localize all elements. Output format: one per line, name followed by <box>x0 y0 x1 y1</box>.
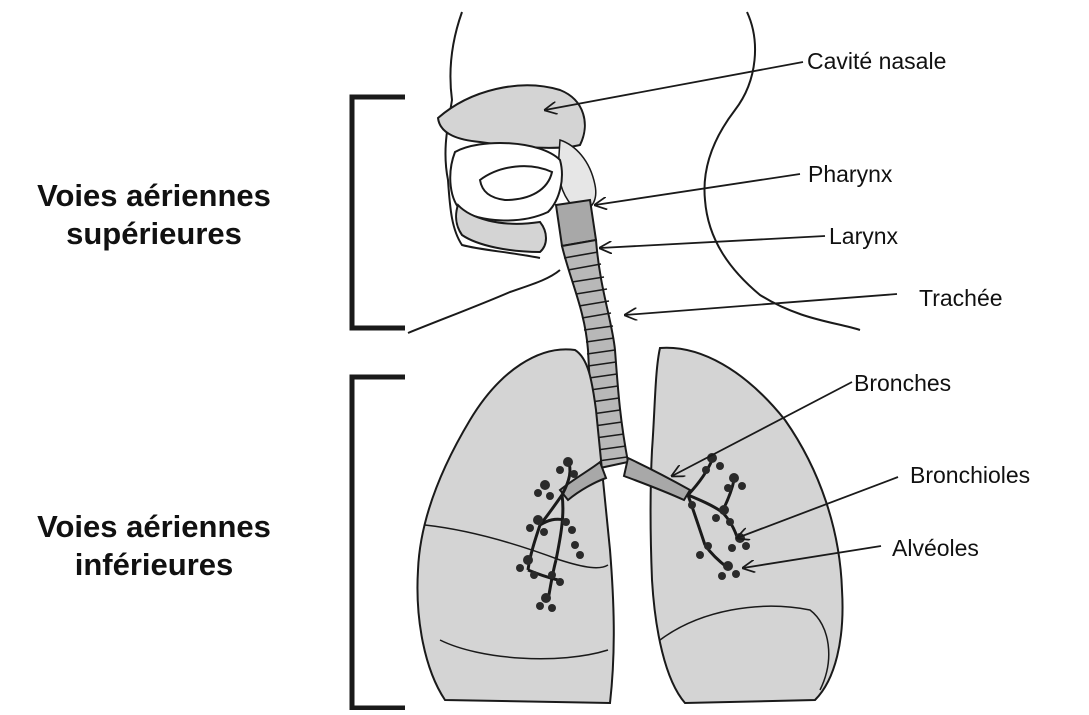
lower-airways-label-line1: Voies aériennes <box>4 508 304 546</box>
pharynx-label: Pharynx <box>808 161 892 187</box>
lower-airways-label-line2: inférieures <box>4 546 304 584</box>
larynx-shape <box>556 200 596 246</box>
pharynx-leader <box>595 174 800 205</box>
larynx-label: Larynx <box>829 223 898 249</box>
left-lung-shape <box>417 349 613 703</box>
trachea-label: Trachée <box>919 285 1003 311</box>
upper-airways-label: Voies aériennes supérieures <box>4 177 304 253</box>
nasal-cavity-leader <box>545 62 803 110</box>
upper-airways-label-line2: supérieures <box>4 215 304 253</box>
upper-airways-label-line1: Voies aériennes <box>4 177 304 215</box>
lower-airways-label: Voies aériennes inférieures <box>4 508 304 584</box>
bronchioles-label: Bronchioles <box>910 462 1030 488</box>
larynx-leader <box>600 236 825 248</box>
neck-outline <box>408 270 560 333</box>
bronchi-label: Bronches <box>854 370 951 396</box>
nasal-cavity-label: Cavité nasale <box>807 48 946 74</box>
lower-airways-bracket <box>352 377 405 708</box>
trachea-leader <box>625 294 897 315</box>
nasal-cavity-shape <box>438 85 585 147</box>
alveoli-label: Alvéoles <box>892 535 979 561</box>
upper-airways-bracket <box>352 97 405 328</box>
